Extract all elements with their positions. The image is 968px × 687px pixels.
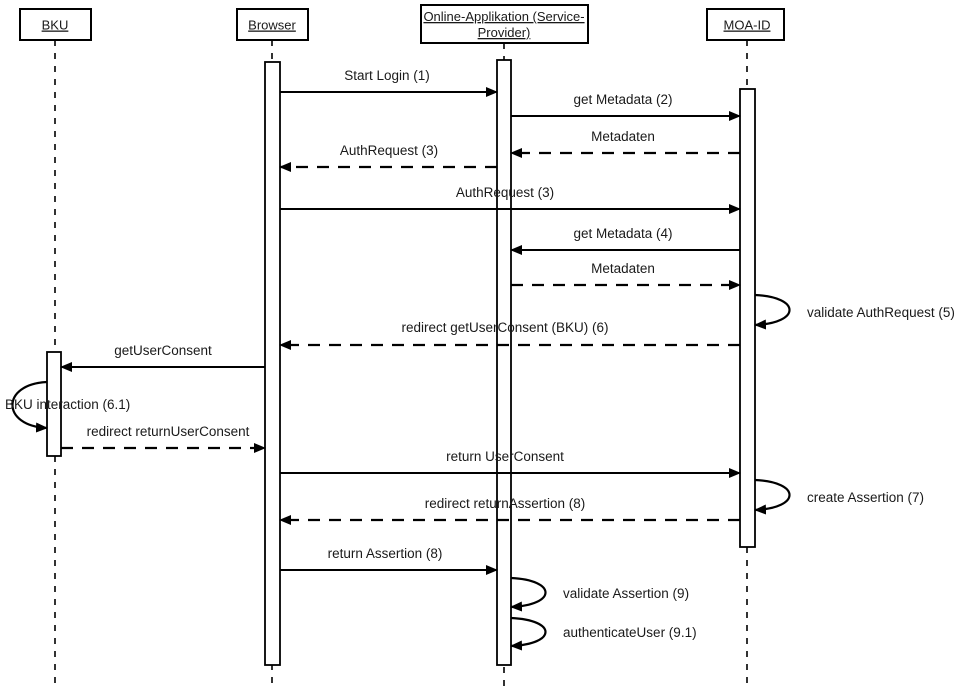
message-8b[interactable]: return Assertion (8)	[280, 546, 498, 575]
lifeline-label-browser: Browser	[248, 18, 296, 33]
self-message-loop-2	[754, 478, 791, 515]
message-2r[interactable]: Metadaten	[510, 129, 740, 158]
activation-bar-moaid[interactable]	[739, 88, 756, 548]
self-message-label-4: authenticateUser (9.1)	[563, 625, 697, 640]
message-label-2r: Metadaten	[591, 129, 655, 144]
message-7a[interactable]: return UserConsent	[280, 449, 741, 478]
lifeline-header-box-oa[interactable]	[420, 4, 589, 44]
self-message-label-1: BKU interaction (6.1)	[5, 397, 130, 412]
self-message-1[interactable]: BKU interaction (6.1)	[5, 380, 130, 433]
message-3a[interactable]: AuthRequest (3)	[279, 143, 497, 172]
message-8a[interactable]: redirect returnAssertion (8)	[279, 496, 740, 525]
self-message-label-2: create Assertion (7)	[807, 490, 924, 505]
self-message-0[interactable]: validate AuthRequest (5)	[754, 293, 955, 330]
lifeline-label-moaid: MOA-ID	[724, 18, 771, 33]
message-label-6: redirect getUserConsent (BKU) (6)	[401, 320, 608, 335]
self-message-label-3: validate Assertion (9)	[563, 586, 689, 601]
self-message-loop-0	[754, 293, 791, 330]
message-1[interactable]: Start Login (1)	[280, 68, 498, 97]
message-label-4r: Metadaten	[591, 261, 655, 276]
self-message-4[interactable]: authenticateUser (9.1)	[510, 616, 697, 651]
message-label-2: get Metadata (2)	[573, 92, 672, 107]
self-message-layer: validate AuthRequest (5) BKU interaction …	[5, 293, 955, 651]
message-label-3b: AuthRequest (3)	[456, 185, 554, 200]
lifeline-header-box-moaid[interactable]	[706, 8, 785, 41]
activation-bar-bku[interactable]	[46, 351, 62, 457]
message-label-6b: redirect returnUserConsent	[87, 424, 250, 439]
lifeline-oa[interactable]: Online-Applikation (Service-Provider)	[420, 4, 589, 687]
lifeline-label-oa: Provider)	[478, 25, 531, 40]
self-message-loop-1	[11, 380, 48, 433]
message-4[interactable]: get Metadata (4)	[510, 226, 740, 255]
message-label-6a: getUserConsent	[114, 343, 212, 358]
self-message-label-0: validate AuthRequest (5)	[807, 305, 955, 320]
message-label-1: Start Login (1)	[344, 68, 430, 83]
message-label-8a: redirect returnAssertion (8)	[425, 496, 586, 511]
lifeline-header-box-browser[interactable]	[236, 8, 309, 41]
self-message-loop-4	[510, 616, 547, 651]
activation-bar-browser[interactable]	[264, 61, 281, 666]
message-6a[interactable]: getUserConsent	[60, 343, 265, 372]
lifeline-label-bku: BKU	[42, 18, 69, 33]
lifeline-label-oa: Online-Applikation (Service-	[423, 9, 584, 24]
message-layer: Start Login (1) get Metadata (2) Metadaten…	[60, 68, 741, 575]
activation-layer	[46, 59, 756, 666]
self-message-loop-3	[510, 576, 547, 612]
message-label-8b: return Assertion (8)	[328, 546, 443, 561]
message-label-7a: return UserConsent	[446, 449, 564, 464]
message-3b[interactable]: AuthRequest (3)	[280, 185, 741, 214]
message-6[interactable]: redirect getUserConsent (BKU) (6)	[279, 320, 740, 350]
message-6b[interactable]: redirect returnUserConsent	[61, 424, 266, 453]
message-4r[interactable]: Metadaten	[511, 261, 741, 290]
lifeline-bku[interactable]: BKU	[19, 8, 92, 687]
activation-bar-oa[interactable]	[496, 59, 512, 666]
self-message-3[interactable]: validate Assertion (9)	[510, 576, 689, 612]
message-2[interactable]: get Metadata (2)	[511, 92, 741, 121]
message-label-4: get Metadata (4)	[573, 226, 672, 241]
self-message-2[interactable]: create Assertion (7)	[754, 478, 924, 515]
message-label-3a: AuthRequest (3)	[340, 143, 438, 158]
